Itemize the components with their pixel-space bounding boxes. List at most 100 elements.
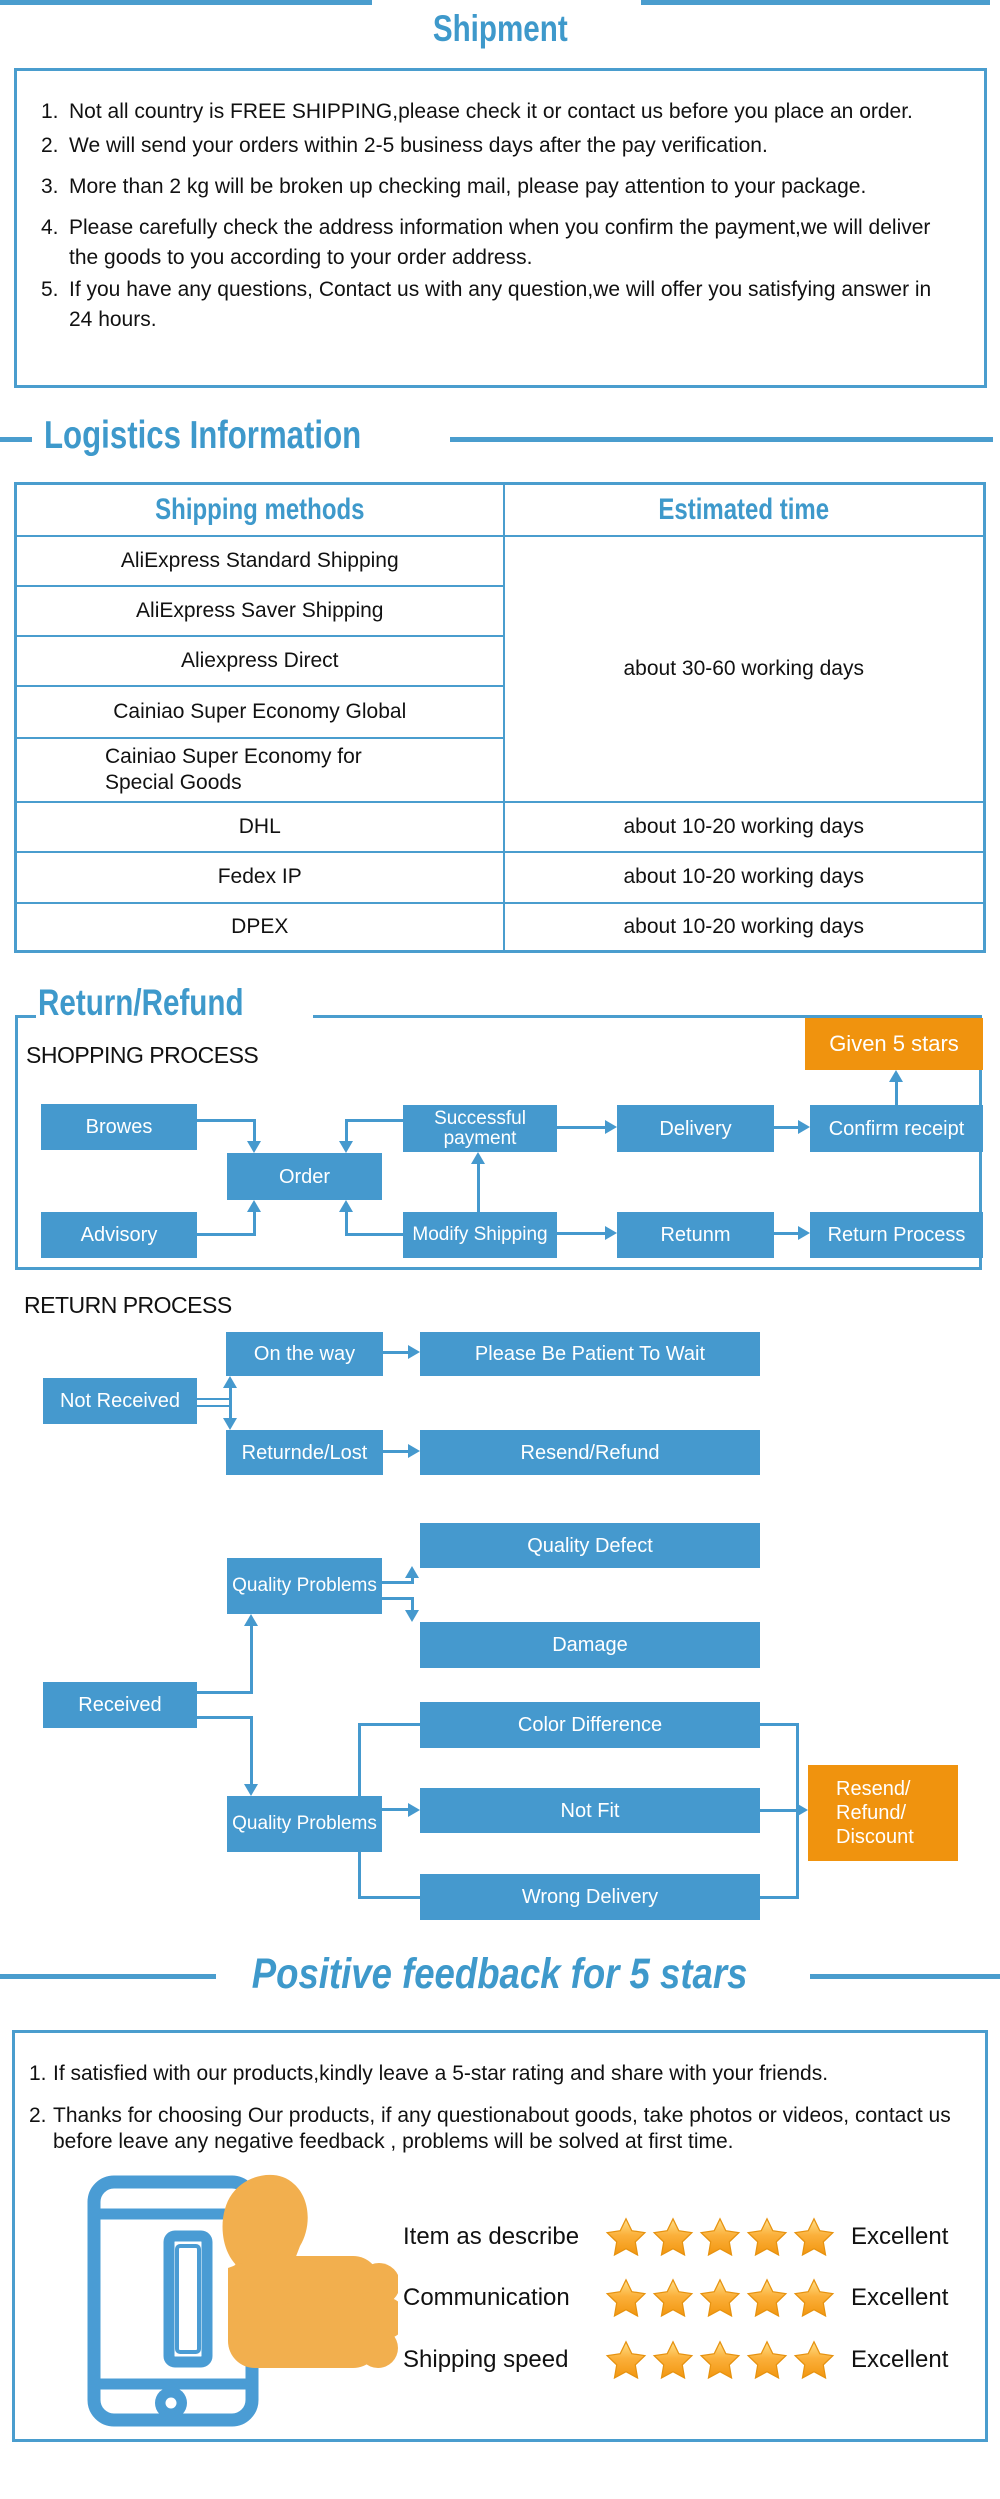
item-number: 4.	[41, 216, 59, 239]
star-icon	[746, 2278, 788, 2318]
connector-line	[197, 1119, 255, 1122]
node-text-line: Resend/	[836, 1778, 911, 1800]
rating-label: Communication	[403, 2284, 570, 2311]
cell-method: Cainiao Super Economy for Special Goods	[14, 736, 505, 803]
table-header-estimated-time: Estimated time	[502, 482, 986, 537]
connector-line	[411, 1578, 414, 1584]
divider-line	[810, 1974, 1000, 1979]
cell-method: Aliexpress Direct	[14, 634, 505, 687]
star-icon	[793, 2278, 835, 2318]
flow-node-be-patient: Please Be Patient To Wait	[420, 1332, 760, 1376]
cell-method: DHL	[14, 800, 505, 853]
divider-line	[0, 0, 372, 5]
connector-line	[382, 1581, 413, 1584]
arrow-down-icon	[247, 1141, 261, 1153]
list-item: 1. If satisfied with our products,kindly…	[29, 2061, 967, 2087]
arrow-right-icon	[605, 1226, 617, 1240]
flow-node-return-process: Return Process	[810, 1212, 983, 1258]
cell-method: Cainiao Super Economy Global	[14, 684, 505, 739]
arrow-down-icon	[244, 1784, 258, 1796]
connector-line	[345, 1119, 348, 1141]
connector-line	[760, 1723, 799, 1726]
connector-line	[358, 1896, 420, 1899]
star-rating	[605, 2216, 835, 2258]
rating-row: Communication Excellent	[403, 2275, 948, 2321]
star-icon	[652, 2278, 694, 2318]
arrow-right-icon	[408, 1444, 420, 1458]
connector-line	[411, 1597, 414, 1610]
cell-method: Fedex IP	[14, 850, 505, 904]
flow-node-received: Received	[43, 1682, 197, 1728]
flow-node-wrong-delivery: Wrong Delivery	[420, 1874, 760, 1920]
connector-line	[382, 1808, 408, 1811]
divider-line	[450, 437, 993, 442]
star-rating	[605, 2339, 835, 2381]
cell-time: about 10-20 working days	[502, 800, 986, 853]
return-refund-title: Return/Refund	[36, 982, 313, 1028]
flow-node-confirm-receipt: Confirm receipt	[810, 1105, 983, 1152]
arrow-up-icon	[223, 1376, 237, 1388]
arrow-down-icon	[223, 1418, 237, 1430]
table-row: AliExpress Standard Shipping about 30-60…	[14, 534, 986, 803]
connector-line	[345, 1212, 348, 1236]
star-icon	[793, 2217, 835, 2257]
connector-line	[347, 1233, 403, 1236]
table-header-shipping-methods: Shipping methods	[14, 482, 505, 537]
list-item: 3. More than 2 kg will be broken up chec…	[41, 172, 938, 202]
logistics-table: Shipping methods Estimated time AliExpre…	[14, 482, 986, 953]
arrow-down-icon	[405, 1610, 419, 1622]
cell-method: AliExpress Saver Shipping	[14, 584, 505, 637]
flow-node-advisory: Advisory	[41, 1212, 197, 1258]
connector-line	[197, 1716, 252, 1719]
rating-label: Shipping speed	[403, 2346, 569, 2373]
item-text: If satisfied with our products,kindly le…	[53, 2062, 829, 2085]
rating-grade: Excellent	[851, 2346, 949, 2373]
header-text: Estimated time	[658, 492, 830, 526]
divider-line	[0, 1974, 216, 1979]
flow-node-browes: Browes	[41, 1104, 197, 1150]
star-icon	[652, 2340, 694, 2380]
flow-node-quality-problems-top: Quality Problems	[227, 1558, 382, 1614]
cell-method: AliExpress Standard Shipping	[14, 534, 505, 587]
table-row: DPEX about 10-20 working days	[14, 901, 986, 953]
shipment-title-text: Shipment	[432, 8, 568, 49]
star-icon	[746, 2217, 788, 2257]
item-number: 2.	[29, 2104, 47, 2127]
divider-line	[641, 0, 990, 5]
connector-line	[557, 1126, 605, 1129]
feedback-title: Positive feedback for 5 stars	[0, 1950, 1000, 1999]
connector-line	[895, 1082, 898, 1105]
connector-line	[383, 1351, 408, 1354]
item-text: Please carefully check the address infor…	[69, 216, 931, 269]
connector-line	[358, 1723, 420, 1726]
flow-node-damage: Damage	[420, 1622, 760, 1668]
item-text: We will send your orders within 2-5 busi…	[69, 134, 768, 157]
arrow-down-icon	[339, 1141, 353, 1153]
item-number: 3.	[41, 175, 59, 198]
star-rating	[605, 2277, 835, 2319]
cell-time: about 10-20 working days	[502, 901, 986, 953]
connector-line	[774, 1126, 798, 1129]
arrow-right-icon	[796, 1803, 808, 1817]
connector-line	[197, 1691, 252, 1694]
rating-grade: Excellent	[851, 2223, 949, 2250]
flow-node-quality-problems-bottom: Quality Problems	[227, 1796, 382, 1852]
star-icon	[699, 2217, 741, 2257]
rating-grade: Excellent	[851, 2284, 949, 2311]
item-number: 1.	[41, 100, 59, 123]
flow-node-order: Order	[227, 1153, 382, 1200]
connector-line	[253, 1119, 256, 1141]
flow-node-not-received: Not Received	[43, 1378, 197, 1424]
connector-line	[229, 1388, 232, 1418]
connector-line	[557, 1232, 605, 1235]
connector-line	[197, 1233, 255, 1236]
arrow-right-icon	[798, 1120, 810, 1134]
node-text-line: Discount	[836, 1826, 914, 1848]
rating-row: Shipping speed Excellent	[403, 2337, 948, 2383]
rating-label: Item as describe	[403, 2223, 580, 2250]
arrow-up-icon	[339, 1200, 353, 1212]
item-number: 5.	[41, 278, 59, 301]
table-row: Cainiao Super Economy Global	[14, 684, 985, 739]
star-icon	[605, 2217, 647, 2257]
